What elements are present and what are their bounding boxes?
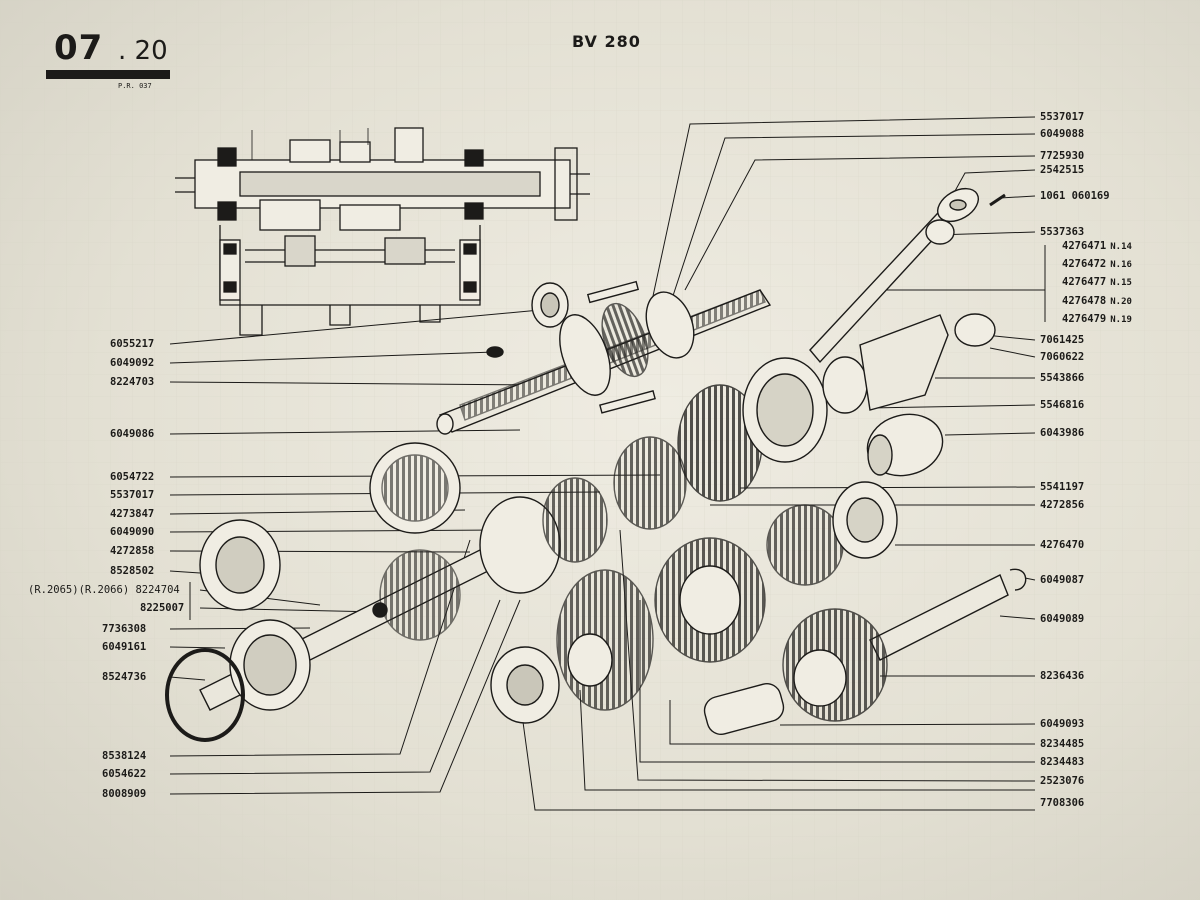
callout-right: 5537363 <box>1040 226 1085 238</box>
callout-right: 6043986 <box>1040 427 1085 439</box>
callout-left: 6049090 <box>110 526 155 538</box>
callout-right: 6049093 <box>1040 718 1085 730</box>
callout-right: 5537017 <box>1040 111 1085 123</box>
callout-left: 8225007 <box>140 602 185 614</box>
callout-right: 6049087 <box>1040 574 1085 586</box>
page-reference: P.R. 037 <box>118 82 152 90</box>
callout-right: 7708306 <box>1040 797 1085 809</box>
section-number: 07 <box>54 28 104 68</box>
callout-right: 8234483 <box>1040 756 1085 768</box>
selector-rod <box>809 187 1006 477</box>
callout-right: 8236436 <box>1040 670 1085 682</box>
header-rule <box>46 70 170 79</box>
callout-right: 5543866 <box>1040 372 1085 384</box>
callout-left: 7736308 <box>102 623 147 635</box>
callout-right: 6049088 <box>1040 128 1085 140</box>
callout-left: 6049086 <box>110 428 155 440</box>
callout-right: 7061425 <box>1040 334 1085 346</box>
callout-right: 5541197 <box>1040 481 1085 493</box>
section-view <box>175 127 590 336</box>
callout-right: 4276470 <box>1040 539 1085 551</box>
callout-left: (R.2065)(R.2066) 8224704 <box>28 584 180 596</box>
callout-left: 8008909 <box>102 788 147 800</box>
callout-left: 6054722 <box>110 471 155 483</box>
callout-left: 8524736 <box>102 671 147 683</box>
callout-left: 4272858 <box>110 545 155 557</box>
callout-right: 7725930 <box>1040 150 1085 162</box>
callout-left: 6054622 <box>102 768 147 780</box>
section-suffix: . 20 <box>118 36 168 66</box>
callout-left: 6049092 <box>110 357 155 369</box>
callout-left: 5537017 <box>110 489 155 501</box>
callout-right: 5546816 <box>1040 399 1085 411</box>
callout-right: 1061 060169 <box>1040 190 1110 202</box>
page-title: BV 280 <box>572 32 641 51</box>
callout-left: 6055217 <box>110 338 155 350</box>
callout-left: 4273847 <box>110 508 155 520</box>
output-shaft-assembly <box>165 314 949 742</box>
callout-right: 4272856 <box>1040 499 1085 511</box>
callout-right: 2523076 <box>1040 775 1085 787</box>
callout-right: 7060622 <box>1040 351 1085 363</box>
callout-right: 8234485 <box>1040 738 1085 750</box>
callout-right: 2542515 <box>1040 164 1085 176</box>
callout-left: 6049161 <box>102 641 147 653</box>
callout-left: 8224703 <box>110 376 155 388</box>
layshaft-assembly <box>490 481 1027 736</box>
callout-right: 6049089 <box>1040 613 1085 625</box>
upper-mainshaft <box>436 280 772 435</box>
callout-left: 8528502 <box>110 565 155 577</box>
callout-left: 8538124 <box>102 750 147 762</box>
